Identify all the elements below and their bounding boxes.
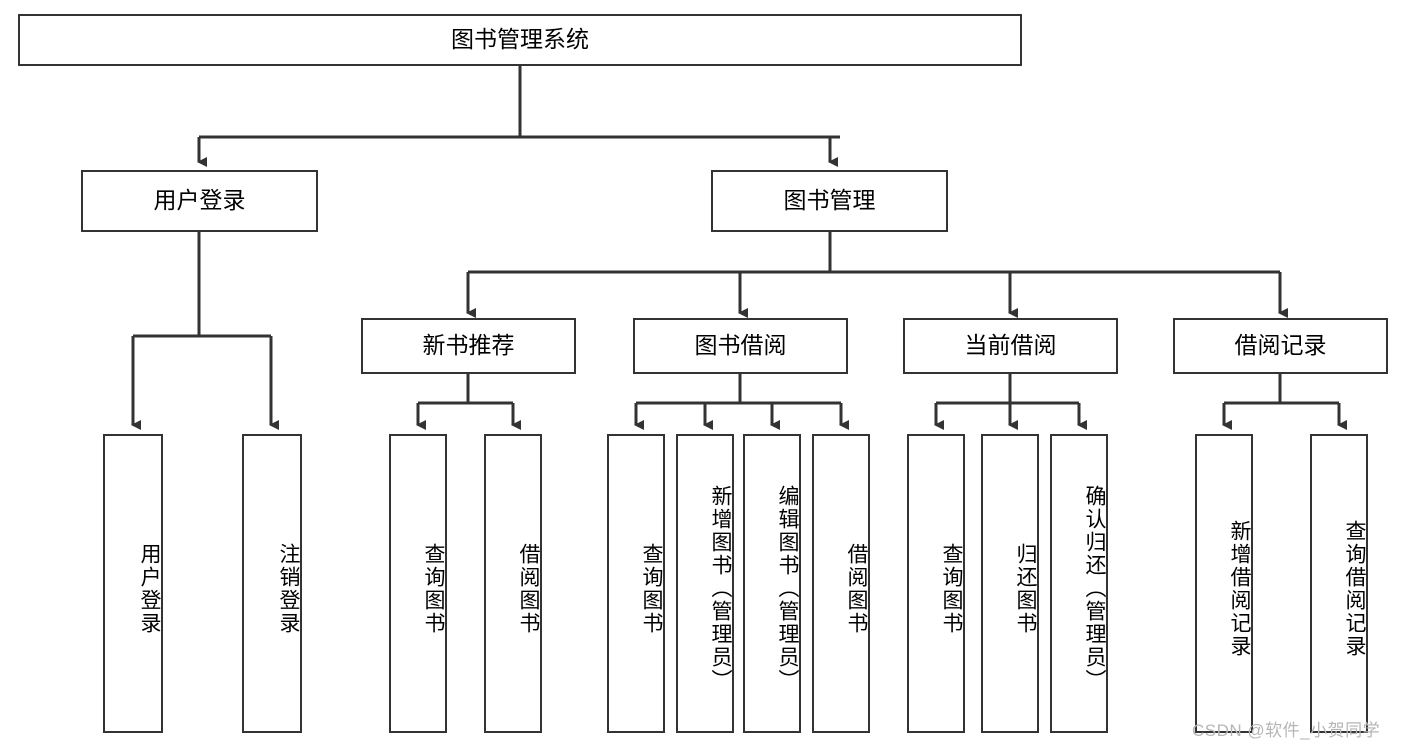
leaf-return-book[interactable]: 归还图书 <box>981 434 1039 733</box>
node-label: 新增图书（管理员） <box>709 485 732 692</box>
node-label: 当前借阅 <box>964 332 1057 359</box>
node-new-book-recommend[interactable]: 新书推荐 <box>361 318 576 374</box>
node-label: 借阅记录 <box>1234 332 1327 359</box>
node-label: 新增借阅记录 <box>1228 519 1251 658</box>
node-label: 归还图书 <box>1014 542 1037 635</box>
node-label: 用户登录 <box>138 542 161 635</box>
node-label: 图书管理系统 <box>451 26 589 53</box>
node-borrow-records[interactable]: 借阅记录 <box>1173 318 1388 374</box>
node-label: 借阅图书 <box>845 542 868 635</box>
node-label: 新书推荐 <box>422 332 515 359</box>
node-label: 图书管理 <box>783 187 876 214</box>
leaf-query-borrow-record[interactable]: 查询借阅记录 <box>1310 434 1368 733</box>
leaf-logout[interactable]: 注销登录 <box>242 434 302 733</box>
leaf-borrow-books-recommend[interactable]: 借阅图书 <box>484 434 542 733</box>
leaf-edit-book-admin[interactable]: 编辑图书（管理员） <box>743 434 801 733</box>
leaf-confirm-return-admin[interactable]: 确认归还（管理员） <box>1050 434 1108 733</box>
leaf-query-books-current[interactable]: 查询图书 <box>907 434 965 733</box>
node-current-borrow[interactable]: 当前借阅 <box>903 318 1118 374</box>
node-label: 查询图书 <box>640 542 663 635</box>
node-label: 查询借阅记录 <box>1343 519 1366 658</box>
node-label: 借阅图书 <box>517 542 540 635</box>
node-label: 编辑图书（管理员） <box>776 485 799 692</box>
leaf-add-borrow-record[interactable]: 新增借阅记录 <box>1195 434 1253 733</box>
leaf-add-book-admin[interactable]: 新增图书（管理员） <box>676 434 734 733</box>
leaf-query-books-recommend[interactable]: 查询图书 <box>389 434 447 733</box>
leaf-borrow-book[interactable]: 借阅图书 <box>812 434 870 733</box>
node-book-management[interactable]: 图书管理 <box>711 170 948 232</box>
leaf-user-login[interactable]: 用户登录 <box>103 434 163 733</box>
node-root-system[interactable]: 图书管理系统 <box>18 14 1022 66</box>
node-user-login[interactable]: 用户登录 <box>81 170 318 232</box>
node-label: 确认归还（管理员） <box>1083 485 1106 692</box>
leaf-query-books-borrow[interactable]: 查询图书 <box>607 434 665 733</box>
node-label: 查询图书 <box>422 542 445 635</box>
node-label: 用户登录 <box>153 187 246 214</box>
node-label: 注销登录 <box>277 542 300 635</box>
watermark-text: CSDN @软件_小贺同学 <box>1192 721 1381 740</box>
node-label: 图书借阅 <box>694 332 787 359</box>
node-label: 查询图书 <box>940 542 963 635</box>
node-book-borrow[interactable]: 图书借阅 <box>633 318 848 374</box>
